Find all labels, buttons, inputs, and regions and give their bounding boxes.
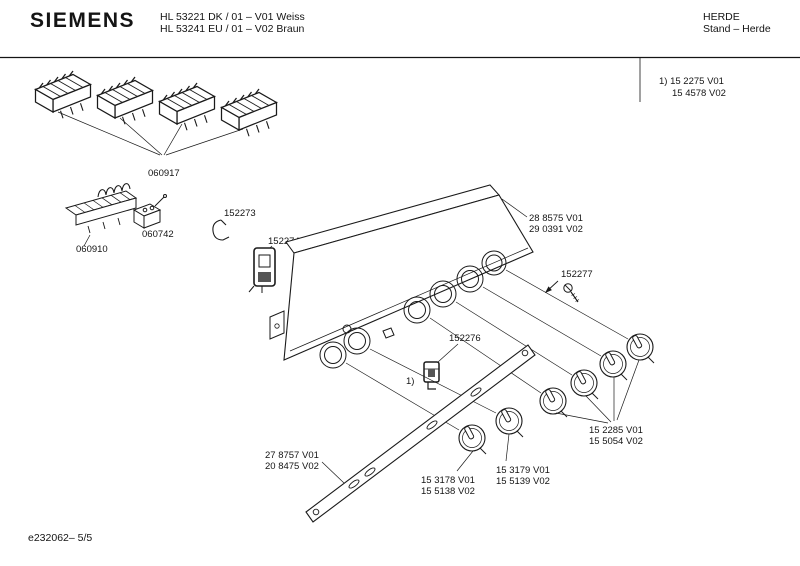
siemens-logo: SIEMENS bbox=[30, 9, 136, 32]
spring-coil bbox=[97, 183, 131, 198]
section-title: HERDE bbox=[703, 11, 740, 23]
switch-block-2 bbox=[96, 76, 154, 125]
section-subtitle: Stand – Herde bbox=[703, 23, 771, 35]
switch-block-1 bbox=[34, 70, 92, 119]
knob-4 bbox=[570, 369, 599, 400]
knob-3 bbox=[539, 387, 568, 418]
selector-switch-bank: 060917 bbox=[34, 70, 278, 179]
section-info: HERDE Stand – Herde bbox=[703, 11, 771, 35]
part-label-knob-left-v01: 15 3178 V01 bbox=[421, 475, 475, 486]
control-panel bbox=[269, 184, 534, 369]
part-label-knob-mid-v02: 15 5139 V02 bbox=[496, 476, 550, 487]
part-label-knob-set-v02: 15 5054 V02 bbox=[589, 436, 643, 447]
knob-6 bbox=[626, 333, 655, 364]
micro-switch: 060742 bbox=[132, 194, 174, 240]
model-codes: HL 53221 DK / 01 – V01 Weiss HL 53241 EU… bbox=[160, 11, 305, 35]
fixing-screw: 152277 bbox=[545, 269, 593, 303]
knob-2 bbox=[495, 407, 524, 438]
doc-reference: e232062– 5/5 bbox=[28, 532, 93, 544]
leader-lines-knobs bbox=[456, 359, 640, 472]
part-label-button-housing: 152274 bbox=[268, 236, 300, 247]
model-line-2: HL 53241 EU / 01 – V02 Braun bbox=[160, 23, 305, 35]
push-button-housing: 152274 bbox=[248, 236, 300, 293]
note-ref-line-2: 15 4578 V02 bbox=[672, 88, 726, 99]
leader-lines-switch-bank bbox=[57, 111, 244, 156]
panel-side-tab bbox=[269, 310, 285, 340]
part-label-knob-mid-v01: 15 3179 V01 bbox=[496, 465, 550, 476]
model-line-1: HL 53221 DK / 01 – V01 Weiss bbox=[160, 11, 305, 23]
part-label-bracket: 152273 bbox=[224, 208, 256, 219]
part-label-clip: 152276 bbox=[449, 333, 481, 344]
fastening-clip: 152276 1) bbox=[406, 333, 481, 390]
part-label-micro-switch: 060742 bbox=[142, 229, 174, 240]
note-ref-line-1: 1) 15 2275 V01 bbox=[659, 76, 724, 87]
part-label-screw: 152277 bbox=[561, 269, 593, 280]
part-label-trim-rail-v02: 20 8475 V02 bbox=[265, 461, 319, 472]
part-label-knob-set-v01: 15 2285 V01 bbox=[589, 425, 643, 436]
switch-block-4 bbox=[220, 88, 278, 137]
terminal-strip-assembly: 060910 bbox=[64, 183, 138, 255]
switch-block-3 bbox=[158, 82, 216, 131]
part-label-panel-v01: 28 8575 V01 bbox=[529, 213, 583, 224]
mounting-bracket: 152273 bbox=[212, 208, 256, 241]
knob-1 bbox=[458, 424, 487, 455]
part-label-trim-rail-v01: 27 8757 V01 bbox=[265, 450, 319, 461]
panel-knob-holes bbox=[319, 250, 507, 369]
trim-rail bbox=[305, 344, 536, 523]
part-label-clip-note: 1) bbox=[406, 376, 414, 387]
part-label-panel-v02: 29 0391 V02 bbox=[529, 224, 583, 235]
part-label-knob-left-v02: 15 5138 V02 bbox=[421, 486, 475, 497]
part-label-terminal-strip: 060910 bbox=[76, 244, 108, 255]
part-label-switch-bank: 060917 bbox=[148, 168, 180, 179]
leader-line-panel bbox=[501, 198, 528, 218]
knob-5 bbox=[599, 350, 628, 381]
